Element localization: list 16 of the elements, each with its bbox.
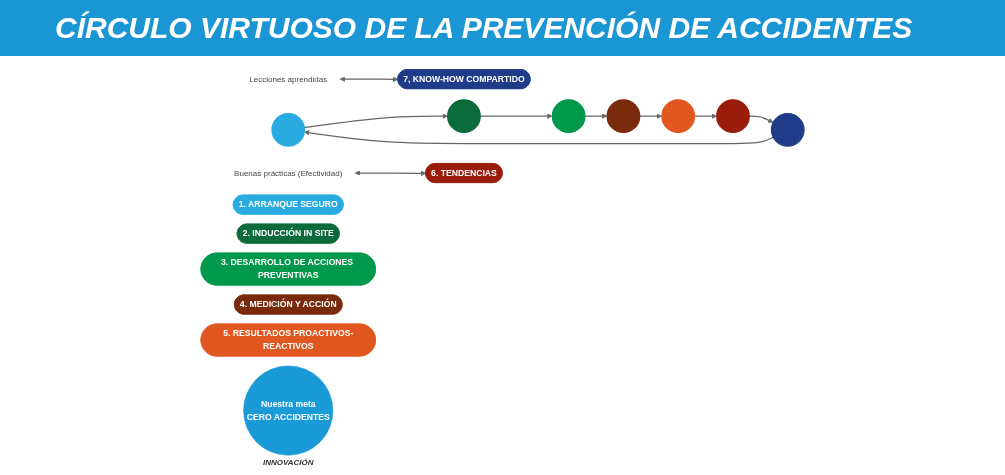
arrow: [339, 76, 399, 82]
node-circle: [271, 112, 306, 147]
node-circle: [551, 99, 586, 134]
arrow: [584, 113, 608, 119]
arrow: [639, 113, 663, 119]
arrow: [304, 130, 774, 145]
node-text: Buenas prácticas (Efectividad): [234, 168, 343, 178]
node-circle: [770, 112, 805, 147]
node-text: Lecciones aprendidas: [249, 74, 328, 84]
node-circle: [606, 99, 641, 134]
node-circle: Nuestra meta CERO ACCIDENTES: [243, 365, 334, 456]
node-circle: [716, 99, 750, 134]
arrow: [354, 170, 427, 176]
title: CÍRCULO VIRTUOSO DE LA PREVENCIÓN DE ACCIDENTES: [55, 11, 913, 45]
node-circle: [661, 99, 696, 134]
node-circle: [447, 99, 481, 134]
